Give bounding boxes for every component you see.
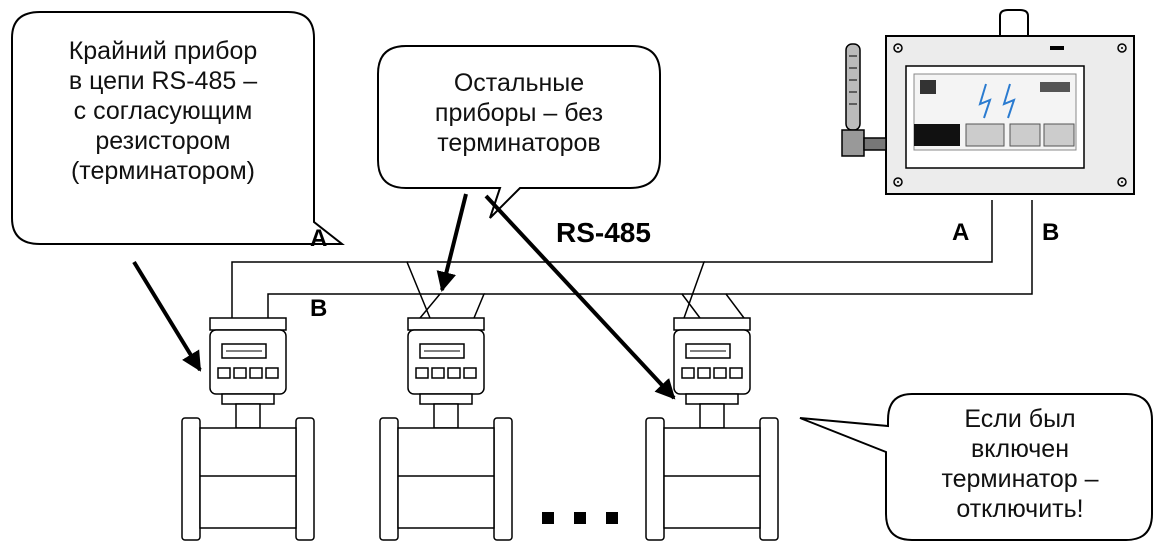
- callout-others-line: Остальные: [453, 69, 585, 97]
- callout-disable-line: включен: [970, 435, 1070, 463]
- callout-others-line: приборы – без: [434, 99, 604, 127]
- callout-bubble-others: [377, 45, 661, 219]
- callout-terminator-line: (терминатором): [70, 157, 255, 185]
- antenna-icon: [841, 43, 887, 157]
- callout-disable-line: отключить!: [956, 495, 1084, 523]
- arrow-to-first-device: [132, 260, 202, 372]
- wire-label-b-left: B: [310, 295, 328, 322]
- wire-b: [267, 200, 1033, 319]
- callout-terminator-line: с согласующим: [73, 97, 253, 125]
- flowmeter-device: [379, 317, 513, 541]
- callout-terminator-line: в цепи RS-485 –: [68, 67, 258, 95]
- arrow-to-last-device: [484, 194, 676, 400]
- callout-disable-text: Если был включен терминатор – отключить!: [888, 404, 1152, 524]
- wire-label-b-right: B: [1042, 219, 1060, 246]
- callout-bubble-terminator: [11, 11, 345, 245]
- callout-disable-line: Если был: [964, 405, 1076, 433]
- callout-others-line: терминаторов: [437, 129, 601, 157]
- ellipsis-dots: [542, 512, 618, 524]
- wire-label-a-right: A: [952, 219, 970, 246]
- callout-terminator-line: резистором: [95, 127, 231, 155]
- flowmeter-device: [181, 317, 315, 541]
- gateway-device: [885, 9, 1135, 195]
- flowmeter-device: [645, 317, 779, 541]
- callout-terminator-text: Крайний прибор в цепи RS-485 – с согласу…: [12, 36, 314, 186]
- callout-terminator-line: Крайний прибор: [68, 37, 258, 65]
- callout-others-text: Остальные приборы – без терминаторов: [378, 68, 660, 158]
- wire-label-bus: RS-485: [556, 217, 651, 248]
- wire-a: [231, 200, 993, 319]
- wire-label-a-left: A: [310, 225, 328, 252]
- callout-bubble-disable: [799, 393, 1153, 541]
- callout-disable-line: терминатор –: [941, 465, 1099, 493]
- arrow-to-middle-device: [436, 193, 468, 292]
